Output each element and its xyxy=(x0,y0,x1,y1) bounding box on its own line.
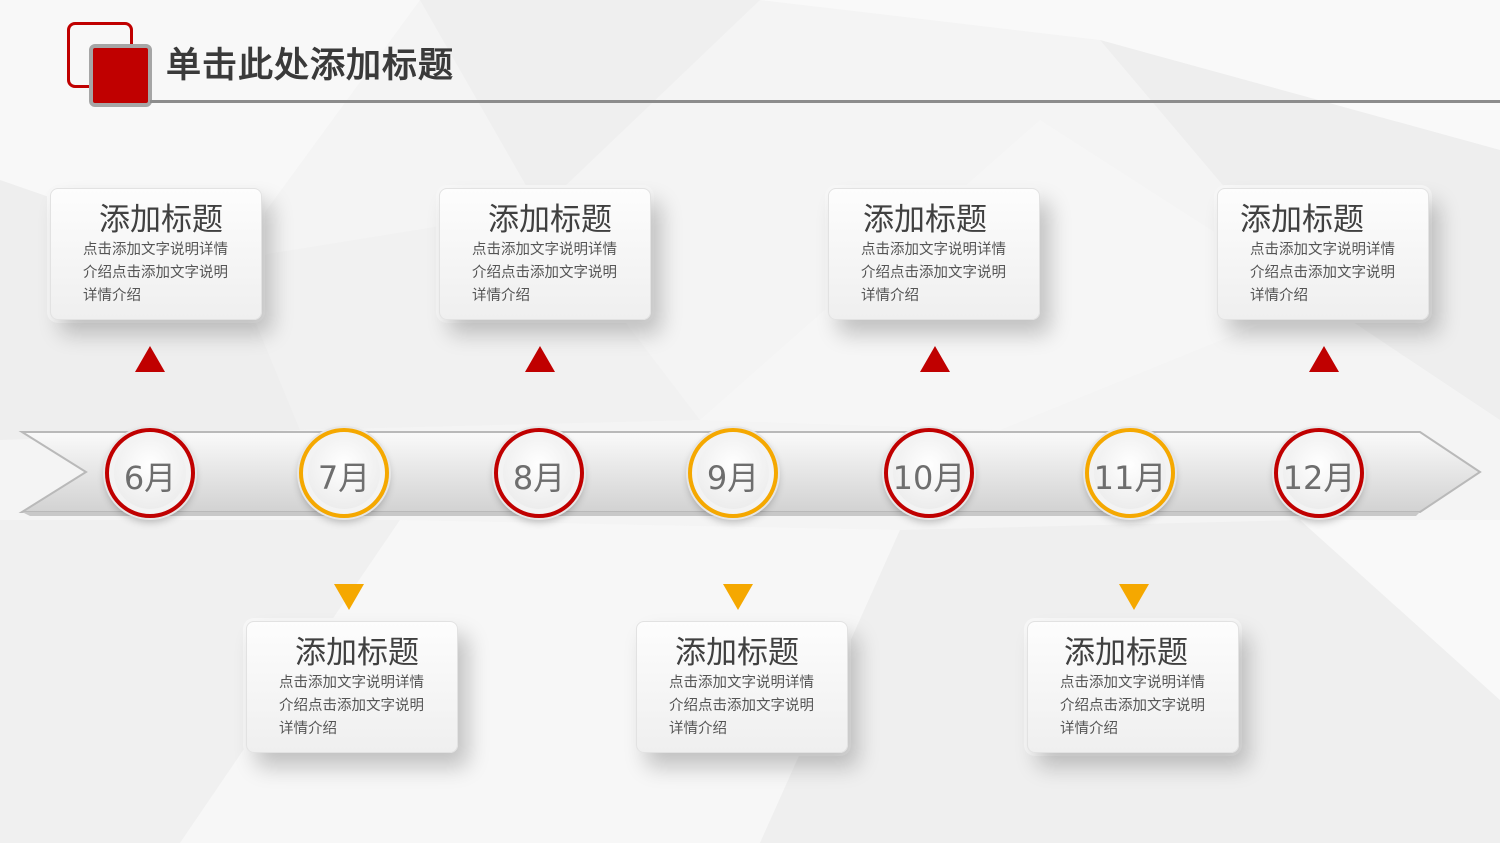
event-card-9[interactable]: 添加标题 点击添加文字说明详情介绍点击添加文字说明详情介绍 xyxy=(636,621,848,753)
month-label: 9月 xyxy=(706,459,760,497)
month-marker-7[interactable]: 7月 xyxy=(299,428,389,518)
event-card-11[interactable]: 添加标题 点击添加文字说明详情介绍点击添加文字说明详情介绍 xyxy=(1027,621,1239,753)
month-label: 11月 xyxy=(1093,459,1167,497)
pointer-up-icon xyxy=(1309,346,1339,372)
pointer-down-icon xyxy=(334,584,364,610)
card-title[interactable]: 添加标题 xyxy=(863,202,987,238)
card-body[interactable]: 点击添加文字说明详情介绍点击添加文字说明详情介绍 xyxy=(1060,675,1205,737)
page-title[interactable]: 单击此处添加标题 xyxy=(166,46,455,86)
title-divider xyxy=(150,100,1500,103)
month-marker-9[interactable]: 9月 xyxy=(688,428,778,518)
month-label: 6月 xyxy=(123,459,177,497)
month-label: 8月 xyxy=(512,459,566,497)
logo-filled-square xyxy=(89,44,152,107)
card-title[interactable]: 添加标题 xyxy=(99,202,223,238)
month-marker-12[interactable]: 12月 xyxy=(1274,428,1364,518)
pointer-down-icon xyxy=(723,584,753,610)
month-label: 10月 xyxy=(892,459,966,497)
month-label: 12月 xyxy=(1282,459,1356,497)
month-marker-10[interactable]: 10月 xyxy=(884,428,974,518)
month-marker-6[interactable]: 6月 xyxy=(105,428,195,518)
month-marker-11[interactable]: 11月 xyxy=(1085,428,1175,518)
month-marker-8[interactable]: 8月 xyxy=(494,428,584,518)
card-body[interactable]: 点击添加文字说明详情介绍点击添加文字说明详情介绍 xyxy=(1250,242,1395,304)
card-body[interactable]: 点击添加文字说明详情介绍点击添加文字说明详情介绍 xyxy=(669,675,814,737)
pointer-up-icon xyxy=(920,346,950,372)
pointer-up-icon xyxy=(525,346,555,372)
card-body[interactable]: 点击添加文字说明详情介绍点击添加文字说明详情介绍 xyxy=(83,242,228,304)
month-label: 7月 xyxy=(317,459,371,497)
event-card-10[interactable]: 添加标题 点击添加文字说明详情介绍点击添加文字说明详情介绍 xyxy=(828,188,1040,320)
event-card-7[interactable]: 添加标题 点击添加文字说明详情介绍点击添加文字说明详情介绍 xyxy=(246,621,458,753)
card-title[interactable]: 添加标题 xyxy=(1240,202,1364,238)
card-body[interactable]: 点击添加文字说明详情介绍点击添加文字说明详情介绍 xyxy=(861,242,1006,304)
card-title[interactable]: 添加标题 xyxy=(488,202,612,238)
pointer-down-icon xyxy=(1119,584,1149,610)
event-card-8[interactable]: 添加标题 点击添加文字说明详情介绍点击添加文字说明详情介绍 xyxy=(439,188,651,320)
card-body[interactable]: 点击添加文字说明详情介绍点击添加文字说明详情介绍 xyxy=(472,242,617,304)
card-title[interactable]: 添加标题 xyxy=(1064,635,1188,671)
event-card-6[interactable]: 添加标题 点击添加文字说明详情介绍点击添加文字说明详情介绍 xyxy=(50,188,262,320)
card-title[interactable]: 添加标题 xyxy=(295,635,419,671)
card-body[interactable]: 点击添加文字说明详情介绍点击添加文字说明详情介绍 xyxy=(279,675,424,737)
card-title[interactable]: 添加标题 xyxy=(675,635,799,671)
pointer-up-icon xyxy=(135,346,165,372)
event-card-12[interactable]: 添加标题 点击添加文字说明详情介绍点击添加文字说明详情介绍 xyxy=(1217,188,1429,320)
